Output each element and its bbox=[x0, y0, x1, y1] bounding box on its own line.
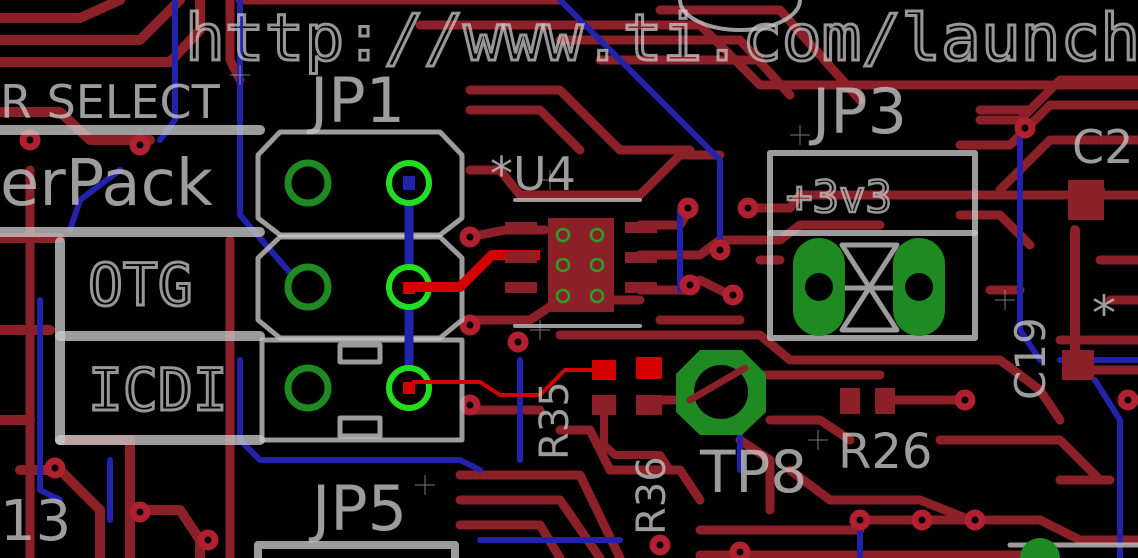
silkscreen-left-labels: R SELECT erPack OTG ICDI 13 bbox=[0, 75, 265, 554]
via bbox=[459, 314, 481, 336]
r35-pad bbox=[592, 360, 616, 380]
r36-pad bbox=[592, 395, 616, 415]
via bbox=[44, 457, 66, 479]
mounting-hole-outline bbox=[678, 0, 802, 32]
powerpack-label: erPack bbox=[0, 147, 213, 221]
icdi-label: ICDI bbox=[88, 356, 228, 424]
via bbox=[129, 501, 151, 523]
jp1-pad bbox=[284, 263, 332, 311]
otg-label: OTG bbox=[88, 251, 193, 319]
via bbox=[649, 534, 671, 556]
vias bbox=[19, 117, 1138, 558]
r36-pad bbox=[636, 395, 662, 415]
jp5-header: JP5 bbox=[254, 472, 459, 558]
c19-label: C19 bbox=[1006, 317, 1055, 400]
via bbox=[459, 226, 481, 248]
tp8-label: TP8 bbox=[699, 438, 807, 506]
via bbox=[679, 274, 701, 296]
power-select-label: R SELECT bbox=[0, 75, 221, 129]
r26-pad bbox=[840, 388, 860, 414]
star-label: * bbox=[1092, 286, 1116, 342]
via bbox=[954, 389, 976, 411]
via bbox=[1117, 389, 1138, 411]
via bbox=[722, 284, 744, 306]
u4-label: *U4 bbox=[490, 147, 576, 201]
via bbox=[964, 509, 986, 531]
via bbox=[459, 394, 481, 416]
r26-label: R26 bbox=[838, 424, 932, 480]
right-components: C2 C19 * bbox=[1006, 120, 1138, 558]
via bbox=[1014, 117, 1036, 139]
jp5-label: JP5 bbox=[308, 472, 407, 545]
origin-marks bbox=[230, 65, 1015, 495]
jp1-header: JP1 bbox=[255, 64, 465, 443]
silkscreen-url: http://www.ti.com/launch bbox=[184, 1, 1138, 78]
plus3v3-label: +3v3 bbox=[786, 172, 892, 223]
via bbox=[677, 197, 699, 219]
url-text: http://www.ti.com/launch bbox=[185, 2, 1138, 76]
via bbox=[129, 134, 151, 156]
label-13: 13 bbox=[0, 489, 71, 554]
via bbox=[19, 129, 41, 151]
jp3-label: JP3 bbox=[808, 75, 907, 148]
via bbox=[737, 197, 759, 219]
via bbox=[507, 331, 529, 353]
jp1-label: JP1 bbox=[306, 64, 405, 137]
r36-label: R36 bbox=[629, 456, 675, 535]
via bbox=[709, 239, 731, 261]
r35-label: R35 bbox=[532, 381, 578, 460]
c2x-label: C2 bbox=[1072, 120, 1133, 174]
jp1-pad bbox=[284, 364, 332, 412]
via bbox=[729, 541, 751, 558]
jp1-pad bbox=[284, 159, 332, 207]
r26-pad bbox=[875, 388, 895, 414]
passives: R35 R36 TP8 R26 bbox=[532, 350, 932, 535]
r35-pad bbox=[636, 357, 662, 379]
via bbox=[197, 529, 219, 551]
jp3-header: JP3 +3v3 bbox=[767, 75, 978, 341]
u4-chip: *U4 bbox=[490, 147, 657, 328]
via bbox=[911, 509, 933, 531]
via bbox=[849, 509, 871, 531]
